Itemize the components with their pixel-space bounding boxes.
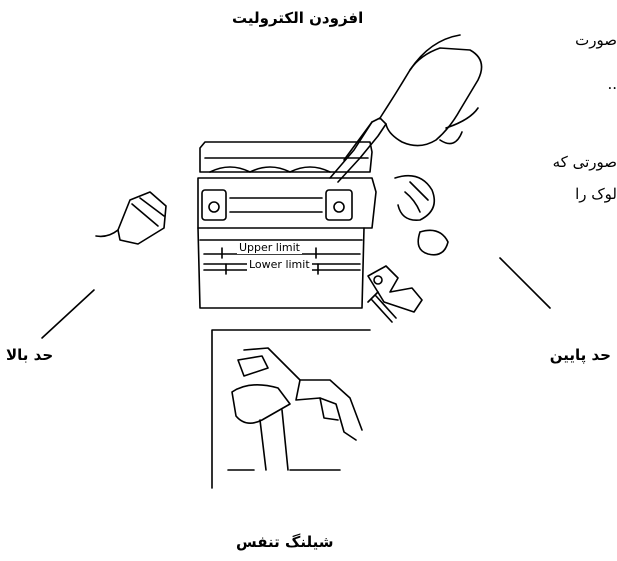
label-breather-hose: شیلنگ تنفس bbox=[236, 533, 333, 551]
diagram-upper-limit: Upper limit bbox=[237, 241, 302, 254]
label-upper-limit: حد بالا bbox=[6, 346, 53, 364]
diagram-lower-limit: Lower limit bbox=[247, 258, 312, 271]
label-lower-limit: حد پایین bbox=[550, 346, 611, 364]
